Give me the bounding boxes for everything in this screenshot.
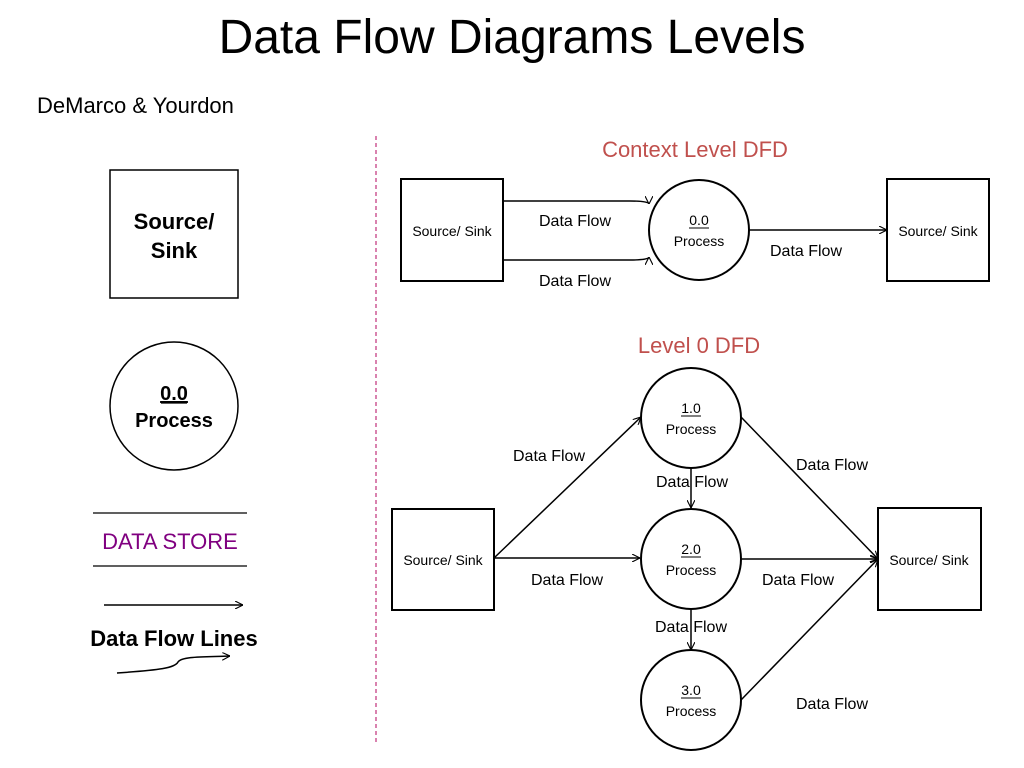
level0-flow-p1-sink-arrow — [740, 416, 878, 559]
context-sink-label: Source/ Sink — [898, 223, 978, 239]
context-process-circle — [648, 179, 750, 281]
page-subtitle: DeMarco & Yourdon — [37, 93, 234, 118]
level0-flow-source-p2-label: Data Flow — [531, 572, 603, 589]
context-flow-out-label: Data Flow — [770, 243, 842, 260]
context-process-label: Process — [674, 233, 725, 249]
context-flow-in-top-label: Data Flow — [539, 213, 611, 230]
context-flow-in-top-arrow — [503, 201, 649, 205]
level0-process-3-label: Process — [666, 703, 717, 719]
level0-process-2-label: Process — [666, 562, 717, 578]
legend-process-label: Process — [135, 410, 213, 432]
context-level-dfd: Context Level DFD Source/ Sink 0.0 Proce… — [400, 137, 990, 290]
level0-flow-p2-p3-label: Data Flow — [655, 619, 727, 636]
level0-flow-p2-sink-label: Data Flow — [762, 572, 834, 589]
page-title: Data Flow Diagrams Levels — [218, 11, 806, 64]
context-process-number: 0.0 — [689, 212, 709, 228]
legend-flow-lines-label: Data Flow Lines — [90, 626, 257, 651]
level0-process-1-label: Process — [666, 421, 717, 437]
context-source-box — [400, 178, 504, 282]
legend-process-circle — [109, 341, 239, 471]
level0-sink-box — [877, 507, 982, 611]
level0-process-3-circle — [640, 649, 742, 751]
level0-process-3-number: 3.0 — [681, 682, 701, 698]
context-source-label: Source/ Sink — [412, 223, 492, 239]
level0-flow-source-p1-label: Data Flow — [513, 448, 585, 465]
level0-process-2-number: 2.0 — [681, 541, 701, 557]
level0-process-1-number: 1.0 — [681, 400, 701, 416]
level0-flow-p3-sink-arrow — [740, 559, 878, 701]
context-flow-in-bottom-arrow — [503, 256, 649, 260]
level0-process-2-circle — [640, 508, 742, 610]
level0-flow-p3-sink-label: Data Flow — [796, 696, 868, 713]
legend-source-sink-box — [109, 169, 239, 299]
legend: Source/ Sink 0.0 Process DATA STORE Data… — [90, 169, 258, 674]
level0-heading: Level 0 DFD — [638, 333, 760, 358]
level0-flow-p1-sink-label: Data Flow — [796, 457, 868, 474]
level0-flow-p1-p2-label: Data Flow — [656, 474, 728, 491]
legend-curved-flow-arrow — [116, 656, 230, 674]
legend-process-number: 0.0 — [160, 383, 188, 405]
level0-flow-source-p1-arrow — [493, 417, 641, 559]
level0-source-box — [391, 508, 495, 611]
context-sink-box — [886, 178, 990, 282]
context-flow-in-bottom-label: Data Flow — [539, 273, 611, 290]
legend-source-sink-label-line1: Source/ — [134, 209, 215, 234]
legend-source-sink-label-line2: Sink — [151, 238, 198, 263]
context-heading: Context Level DFD — [602, 137, 788, 162]
legend-data-store-label: DATA STORE — [102, 529, 238, 554]
level-0-dfd: Level 0 DFD Source/ Sink Source/ Sink 1.… — [391, 333, 982, 751]
level0-process-1-circle — [640, 367, 742, 469]
level0-sink-label: Source/ Sink — [889, 552, 969, 568]
level0-source-label: Source/ Sink — [403, 552, 483, 568]
